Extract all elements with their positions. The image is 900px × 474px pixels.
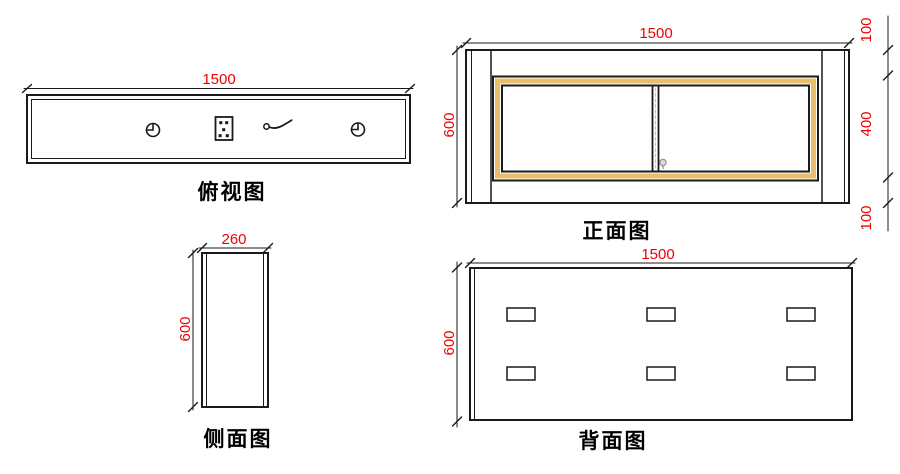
side-view-height-dim-text: 600 (177, 316, 194, 342)
mounting-slots (506, 307, 816, 381)
side-view-outline (201, 252, 269, 408)
front-view-right-dim-middle-text: 400 (858, 111, 875, 137)
side-width-dimension (196, 242, 274, 254)
door-knob (659, 158, 667, 170)
mounting-slot (646, 307, 676, 322)
mounting-slot (506, 366, 536, 381)
mounting-slot (646, 366, 676, 381)
door-divider (651, 86, 660, 172)
top-view-width-dimension (21, 83, 416, 94)
front-view-label: 正面图 (582, 220, 652, 243)
front-right-dimension-chain (882, 15, 894, 232)
side-view-label: 侧面图 (203, 428, 273, 451)
back-view (451, 257, 858, 428)
side-view (187, 242, 274, 413)
mounting-slot (506, 307, 536, 322)
back-height-dimension (451, 261, 463, 428)
top-view-label: 俯视图 (197, 181, 267, 204)
back-view-label: 背面图 (578, 430, 648, 453)
back-view-outline (469, 267, 853, 421)
switch-icon (263, 119, 293, 130)
top-view-width-dim-text: 1500 (202, 71, 236, 88)
back-view-width-dim-text: 1500 (641, 246, 675, 263)
back-view-height-dim-text: 600 (441, 330, 458, 356)
front-view-height-dim-text: 600 (441, 112, 458, 138)
dial-icon (350, 122, 366, 137)
mounting-slot (786, 366, 816, 381)
back-width-dimension (464, 257, 858, 269)
front-height-dimension (451, 44, 463, 209)
side-height-dimension (187, 247, 199, 413)
front-width-dimension (460, 37, 855, 49)
front-view-right-dim-top-text: 100 (858, 17, 875, 43)
top-view-inner-outline (31, 99, 406, 159)
socket-icon (214, 116, 234, 141)
top-view (21, 83, 416, 164)
front-view (451, 15, 894, 232)
mounting-slot (786, 307, 816, 322)
front-view-width-dim-text: 1500 (639, 25, 673, 42)
front-view-right-dim-bottom-text: 100 (858, 205, 875, 231)
dial-icon (145, 122, 161, 138)
side-view-width-dim-text: 260 (221, 231, 247, 248)
